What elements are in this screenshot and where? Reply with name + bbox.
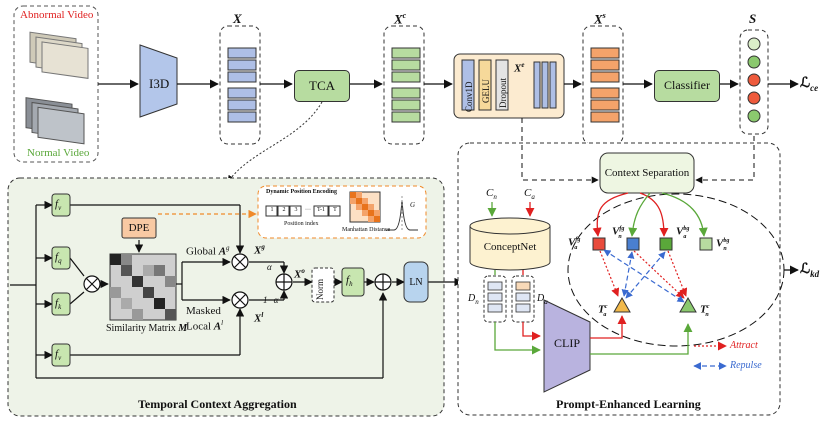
normal-video-label: Normal Video [27,147,90,159]
conv1d-block [461,59,475,111]
tca-flow-lines [10,200,463,379]
pos-cell-1: 1 [270,207,274,213]
cn-symbol: Cn [486,187,497,202]
va-bg-label: Vbga [676,225,690,240]
dn-symbol: Dn [468,293,479,306]
conv1d-label: Conv1D [464,81,474,112]
manhattan-label: Manhattan Distance [342,227,391,233]
similarity-matrix-label: Similarity Matrix M [106,323,188,334]
abnormal-video-frames [29,31,89,79]
va-bg-node [659,237,673,251]
masked-label: Masked [186,305,221,317]
one-minus-alpha-label: 1−α [263,295,279,305]
ln-label: LN [409,276,423,288]
dpe-label: DPE [128,221,150,234]
dpe-title: Dynamic Position Encoding [266,189,338,195]
manhattan-grid [349,191,381,223]
position-cells [265,205,341,217]
da-symbol: Da [537,293,548,306]
va-fg-node [592,237,606,251]
xg-symbol: Xg [254,243,265,257]
fv-top-label: fv [55,198,62,213]
ca-symbol: Ca [524,187,535,202]
normal-video-frames [25,97,85,145]
attract-legend-label: Attract [730,340,758,351]
context-link-right [695,136,755,184]
xc-symbol: Xc [394,11,407,27]
alpha-label: α [267,262,272,272]
ta-c-node [613,296,631,313]
va-fg-label: Vfga [568,236,581,251]
fk-label: fk [55,297,62,312]
xs-feature-stack [590,47,620,123]
dpe-block [121,217,157,239]
vn-fg-label: Vfgn [612,225,625,240]
pos-cell-dots: ··· [305,207,311,213]
gelu-label: GELU [481,79,491,103]
pos-cell-t: T [333,207,337,213]
norm-label: Norm [315,279,325,300]
tca-caption: Temporal Context Aggregation [138,397,297,411]
clip-label: CLIP [553,336,580,351]
i3d-block [139,44,178,118]
pos-cell-2: 2 [282,207,286,213]
dpe-detail-box [257,185,427,239]
gelu-block [478,59,492,111]
loss-ce: ℒce [800,76,819,93]
pos-cell-t-1: T-1 [316,207,326,213]
tn-c-node [679,296,697,313]
norm-block [311,267,335,303]
local-label: Local Al [186,319,224,333]
similarity-matrix [109,253,177,321]
fq-label: fq [55,251,62,266]
fv-bottom-label: fv [55,348,62,363]
projection-boxes [51,193,365,367]
ta-c-label: Tca [598,303,608,318]
fh-label: fh [346,274,353,289]
operator-circles [83,253,392,309]
tn-c-label: Tcn [700,303,710,318]
vn-fg-node [626,237,640,251]
xe-symbol: Xe [514,61,525,75]
loss-kd: ℒkd [800,262,820,279]
vn-bg-label: Vbgn [716,237,730,252]
g-symbol: G [410,201,416,209]
xo-symbol: Xo [294,267,305,281]
context-link-left [521,118,599,184]
tca-block: TCA [294,70,350,102]
classifier-block: Classifier [654,70,720,102]
s-symbol: S [749,11,757,26]
xl-symbol: Xl [254,311,264,325]
abnormal-video-label: Abnormal Video [20,9,94,21]
x-feature-stack [227,47,257,123]
xc-feature-box [383,25,425,145]
xs-symbol: Xs [594,11,606,27]
vn-bg-node [699,237,713,251]
global-label: Global Ag [186,244,230,258]
position-index-label: Position index [284,221,319,227]
xs-feature-box [582,25,624,145]
xc-feature-stack [391,47,421,123]
pos-cell-3: 3 [294,207,298,213]
repulse-legend-label: Repulse [730,360,762,371]
score-circles [747,37,761,123]
i3d-label: I3D [149,76,170,91]
x-feature-box [219,25,261,145]
dropout-block [495,59,509,111]
pel-caption: Prompt-Enhanced Learning [556,397,701,411]
conceptnet-cylinder [469,217,551,271]
conceptnet-label: ConceptNet [483,240,537,253]
ln-block [403,261,429,303]
context-separation-label: Context Separation [604,166,690,179]
context-separation-block [599,152,695,194]
x-symbol: X [233,11,242,26]
dropout-label: Dropout [498,78,508,108]
attract-repulse-lines [599,249,688,303]
clip-block [543,299,591,393]
